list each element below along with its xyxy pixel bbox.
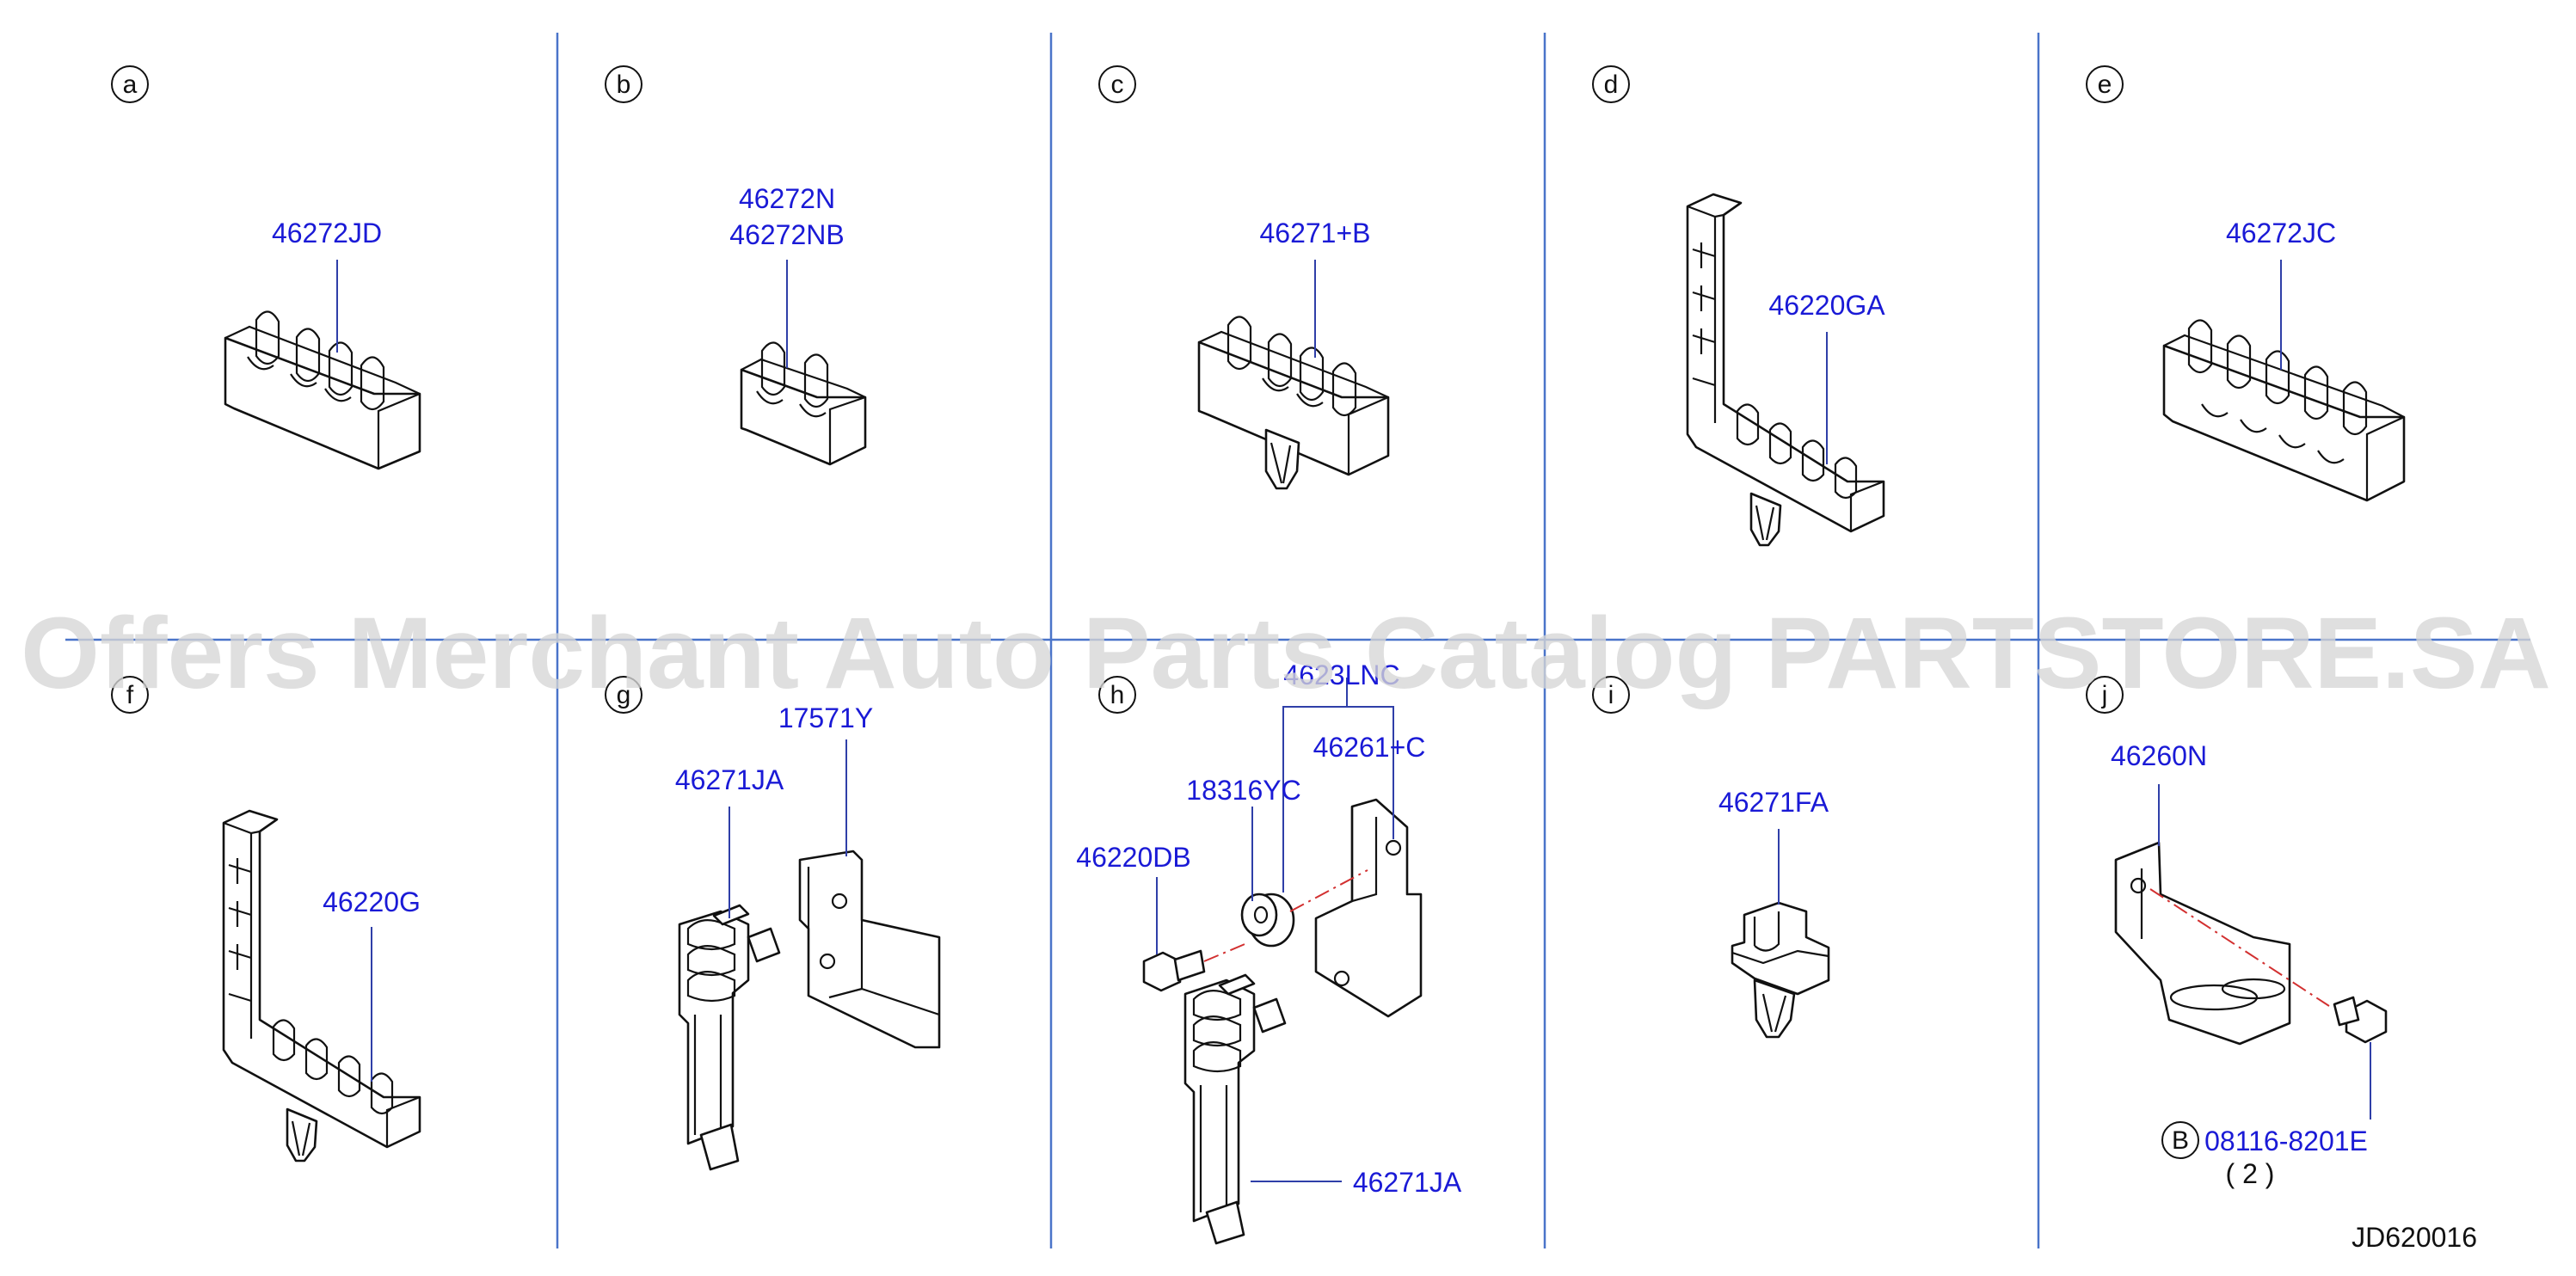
label-46272NB: 46272NB [729,219,844,250]
cell-letter-d: d [1592,65,1630,103]
part-46272JC [2162,319,2406,502]
svg-text:g: g [617,681,631,709]
part-46271B [1197,316,1390,490]
cell-letter-g: g [605,676,642,714]
grid-lines [65,33,2530,1248]
part-46261C-bracket [1314,798,1423,1018]
svg-text:b: b [617,71,631,99]
label-quantity: ( 2 ) [2226,1158,2275,1189]
assembly-axis-h [1203,869,1368,962]
label-46271FA: 46271FA [1718,787,1829,818]
callout-b-marker: B [2161,1121,2199,1159]
assembly-axis-j [2149,888,2330,1007]
label-17571Y: 17571Y [778,702,873,733]
part-17571Y [798,850,941,1049]
part-46220GA [1686,193,1885,547]
svg-text:c: c [1111,71,1124,99]
part-46220DB-bolt [1142,949,1206,992]
part-46271FA [1731,901,1830,1039]
label-46220GA: 46220GA [1768,290,1885,321]
label-46271B: 46271+B [1259,218,1370,248]
cell-letter-h: h [1098,676,1136,714]
label-46271JA-g: 46271JA [675,764,784,795]
label-46220G: 46220G [323,886,421,917]
cell-letter-c: c [1098,65,1136,103]
svg-text:h: h [1110,681,1125,709]
svg-text:d: d [1604,71,1619,99]
part-46220G [222,809,421,1163]
svg-text:j: j [2101,681,2108,709]
label-46261C: 46261+C [1313,732,1426,763]
svg-text:B: B [2172,1126,2189,1155]
part-46272JD [224,310,421,470]
cell-letter-b: b [605,65,642,103]
cell-letter-e: e [2086,65,2124,103]
part-46260N [2114,841,2291,1046]
cell-letter-i: i [1592,676,1630,714]
cell-letters: a b c d e f g h i j [111,65,2124,714]
label-46260N: 46260N [2111,740,2207,771]
svg-text:e: e [2098,71,2112,99]
part-46272N [740,341,867,466]
label-46272JD: 46272JD [272,218,382,248]
watermark: Offers Merchant Auto Parts Catalog PARTS… [21,597,2551,710]
part-18316YC-grommet [1240,893,1295,948]
label-46272N: 46272N [739,183,835,214]
part-46271JA-h [1183,973,1287,1245]
svg-text:a: a [123,71,138,99]
drawing-code: JD620016 [2352,1222,2477,1253]
leaders-h [1156,678,1394,1182]
label-46220DB: 46220DB [1076,842,1190,873]
label-46272JC: 46272JC [2226,218,2336,248]
label-08116-8201E: 08116-8201E [2204,1126,2368,1156]
part-46271JA-g [678,904,781,1171]
label-4623LNC: 4623LNC [1283,659,1399,690]
svg-text:f: f [126,681,134,709]
label-46271JA-h: 46271JA [1353,1167,1462,1198]
svg-text:i: i [1608,681,1614,709]
cell-letter-f: f [111,676,149,714]
label-18316YC: 18316YC [1186,775,1300,806]
part-08116-8201E-bolt [2333,996,2388,1044]
cell-letter-a: a [111,65,149,103]
cell-letter-j: j [2086,676,2124,714]
